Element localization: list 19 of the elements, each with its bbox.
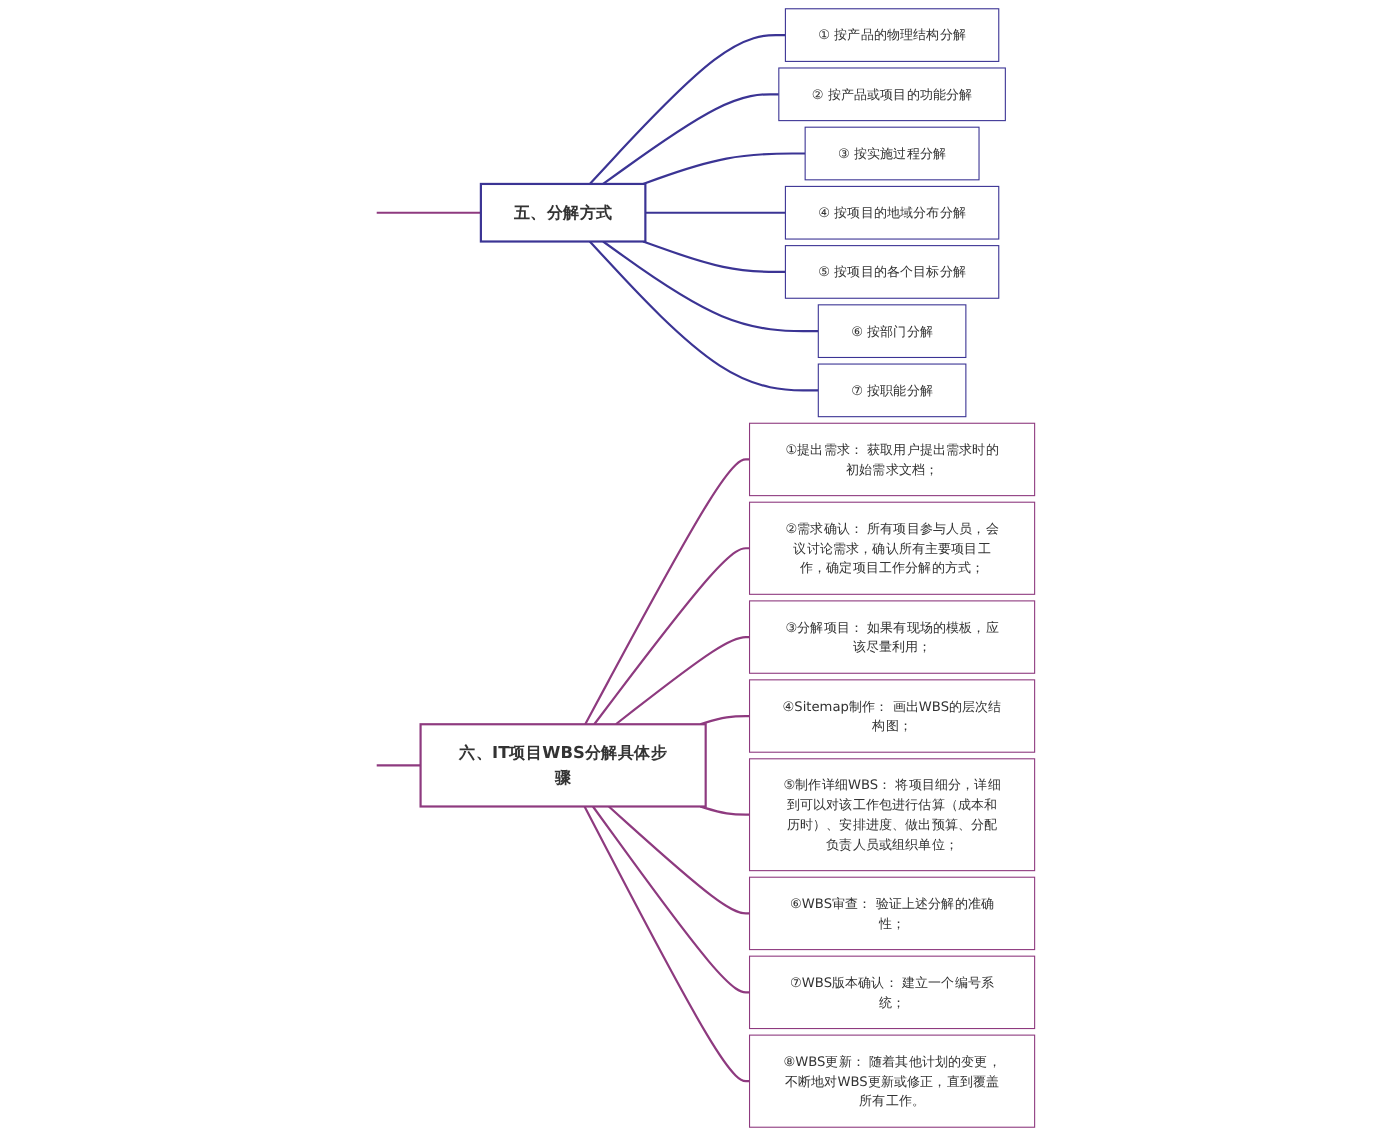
node-box: 五、分解方式: [478, 182, 646, 243]
connector: [375, 764, 420, 767]
connector: [582, 806, 749, 1083]
connector: [641, 152, 805, 185]
connector: [601, 93, 778, 185]
connector: [698, 714, 749, 726]
connector: [601, 240, 818, 333]
connector: [607, 805, 749, 915]
connector: [614, 636, 749, 726]
connector: [591, 805, 749, 994]
connector: [644, 211, 785, 214]
connector: [641, 240, 785, 274]
connector: [583, 458, 749, 725]
connector: [375, 211, 480, 214]
connector: [587, 34, 785, 185]
connector: [587, 240, 818, 392]
node-box: 六、IT项目WBS分解具体步骤: [418, 723, 706, 808]
connector: [592, 547, 749, 725]
connector: [698, 805, 749, 816]
